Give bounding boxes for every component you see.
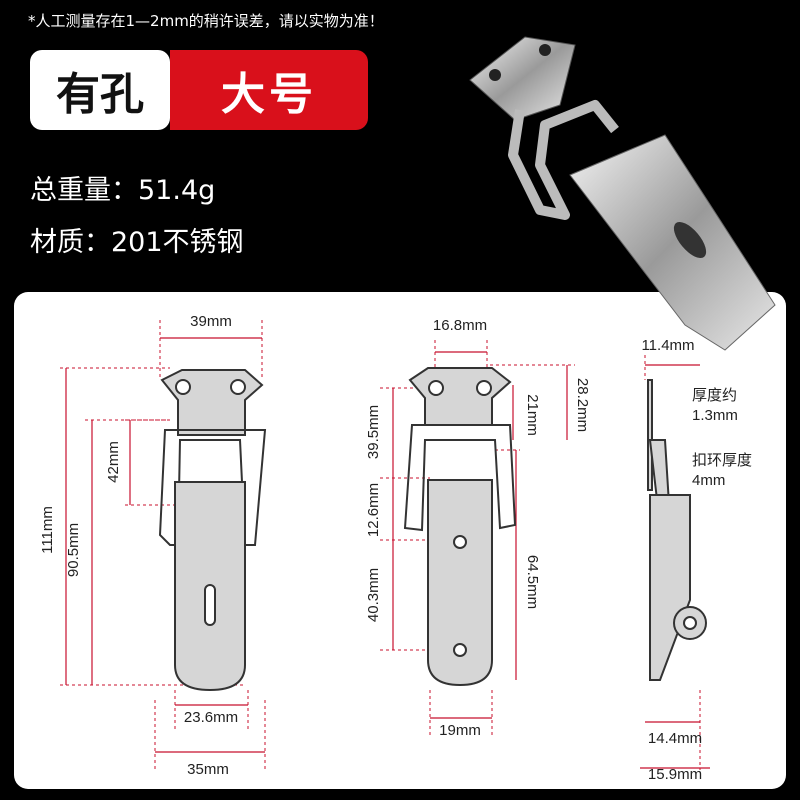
- dim-21: 21mm: [524, 394, 541, 436]
- dim-thick-label: 厚度约: [692, 387, 737, 404]
- dim-w2: 15.9mm: [648, 766, 702, 783]
- dim-40: 40.3mm: [365, 568, 382, 622]
- dim-top-width: 39mm: [190, 313, 232, 330]
- product-photo: [469, 36, 776, 351]
- dim-ring-val: 4mm: [692, 472, 725, 489]
- dim-64: 64.5mm: [524, 555, 541, 609]
- dim-total-height: 111mm: [39, 506, 56, 554]
- dim-thick-val: 1.3mm: [692, 407, 738, 424]
- dim-side-top: 11.4mm: [641, 337, 694, 354]
- material-spec: 材质：201不锈钢: [30, 227, 244, 258]
- weight-spec: 总重量：51.4g: [30, 175, 216, 206]
- dim-bottom-width: 35mm: [187, 761, 229, 778]
- dim-39: 39.5mm: [365, 405, 382, 459]
- dim-12: 12.6mm: [365, 483, 382, 537]
- dim-inner-width: 23.6mm: [184, 709, 238, 726]
- measurement-notice: *人工测量存在1—2mm的稍许误差，请以实物为准！: [28, 12, 384, 30]
- type-badge: 有孔: [30, 50, 170, 130]
- dim-ring-label: 扣环厚度: [692, 452, 752, 469]
- dim-height-b: 90.5mm: [65, 523, 82, 577]
- dim-19: 19mm: [439, 722, 481, 739]
- dim-w1: 14.4mm: [648, 730, 702, 747]
- size-badge: 大号: [170, 50, 368, 130]
- dim-28: 28.2mm: [574, 378, 591, 432]
- dim-loop-height: 42mm: [105, 441, 122, 483]
- dim-hole-span: 16.8mm: [433, 317, 487, 334]
